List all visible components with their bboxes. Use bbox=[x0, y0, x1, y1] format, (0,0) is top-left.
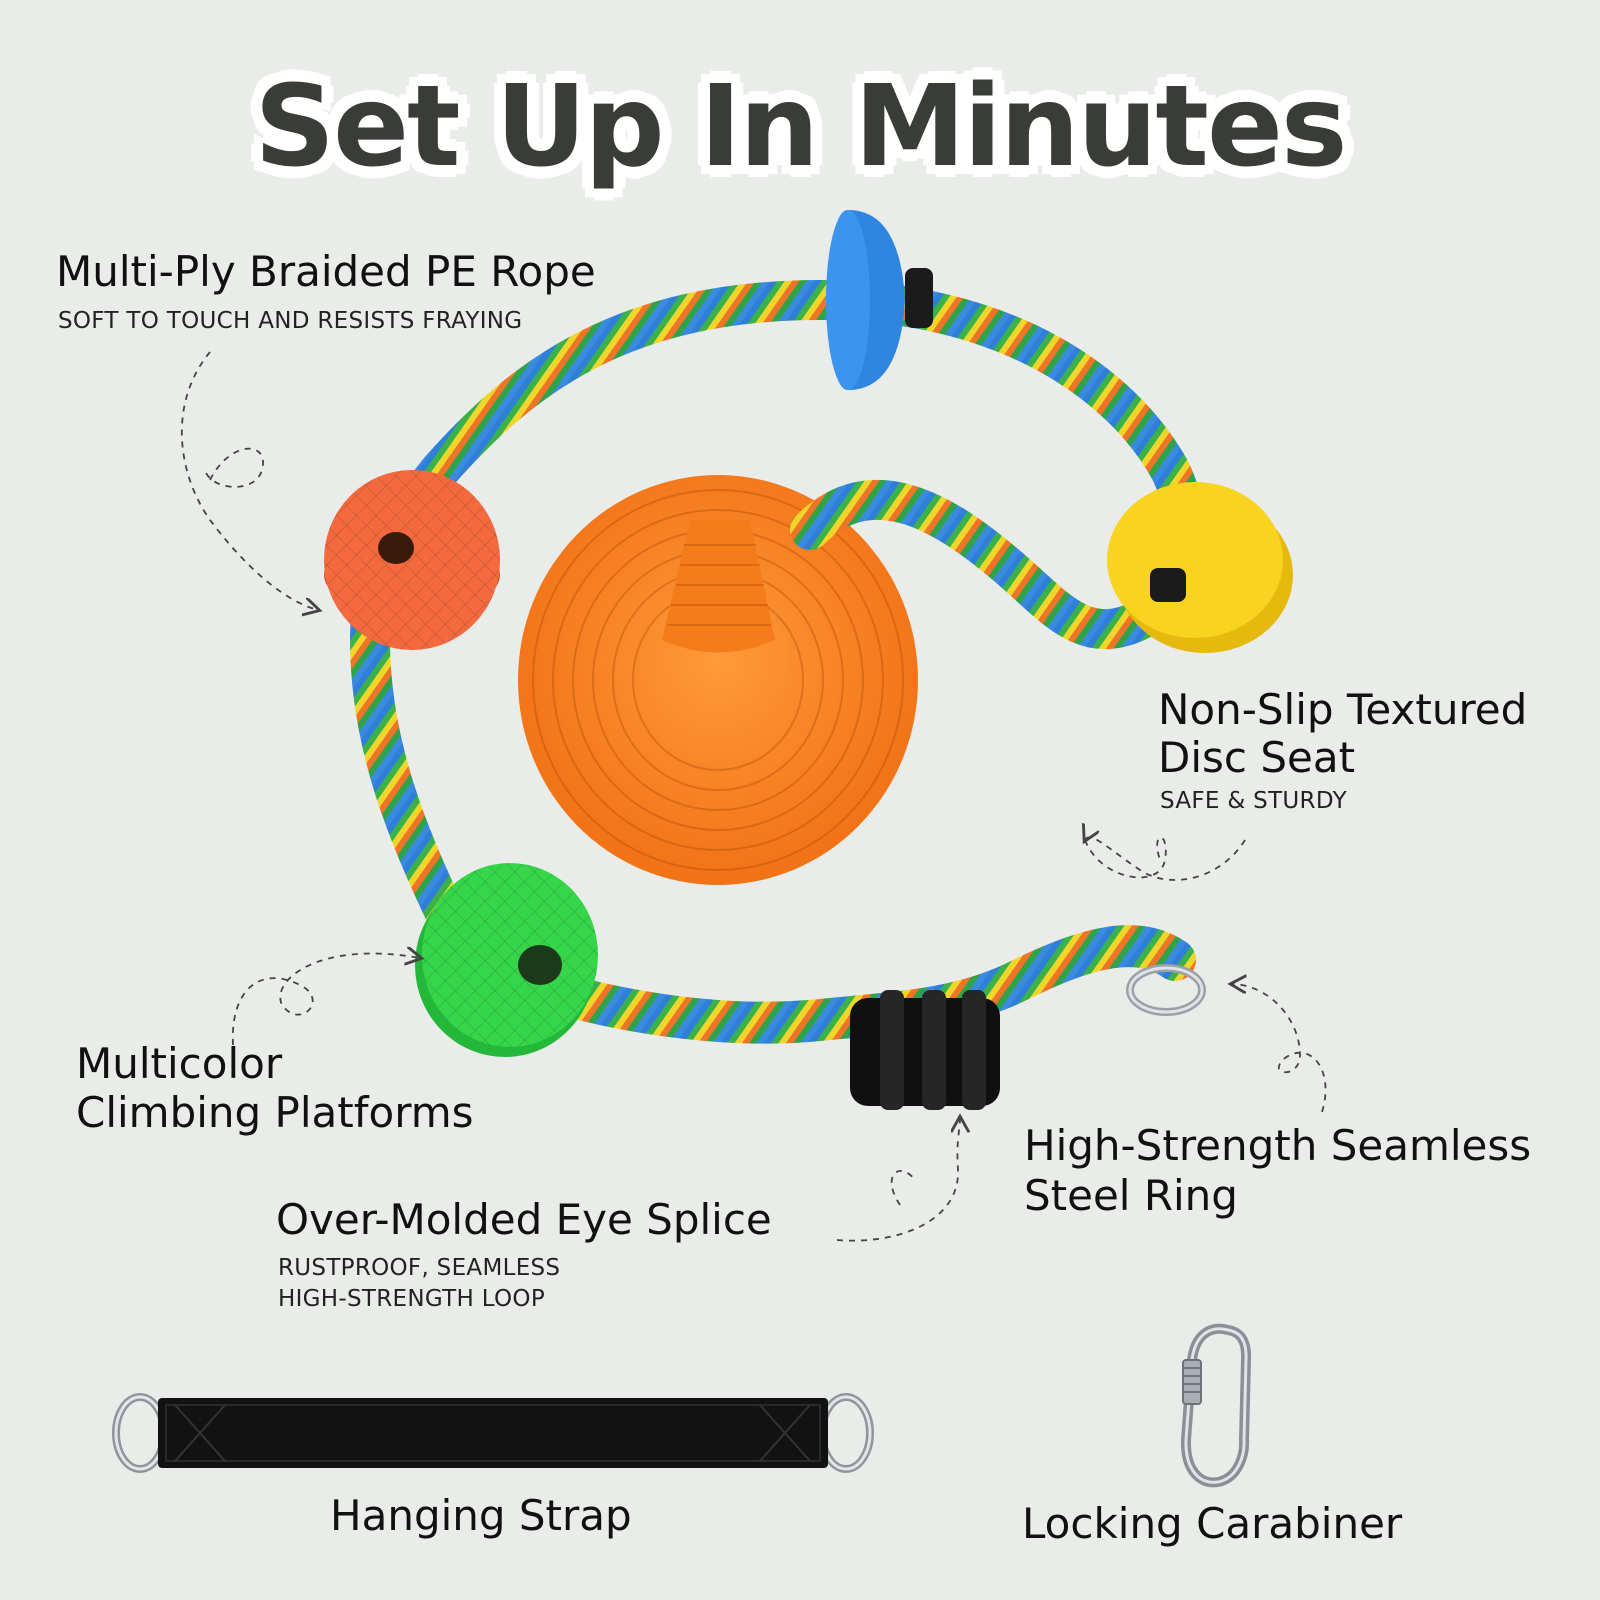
yellow-climbing-platform bbox=[1107, 482, 1293, 653]
seat-feature-subtitle: SAFE & STURDY bbox=[1160, 788, 1347, 814]
seat-feature-title-line1: Non-Slip Textured bbox=[1158, 685, 1528, 734]
seat-feature-title-line2: Disc Seat bbox=[1158, 733, 1356, 782]
platforms-feature-title-line2: Climbing Platforms bbox=[76, 1088, 474, 1137]
splice-feature-subtitle-line1: RUSTPROOF, SEAMLESS bbox=[278, 1255, 561, 1281]
rope-feature-title: Multi-Ply Braided PE Rope bbox=[56, 247, 596, 296]
splice-feature-title: Over-Molded Eye Splice bbox=[276, 1195, 772, 1244]
platforms-feature-title-line1: Multicolor bbox=[76, 1039, 283, 1088]
ring-feature-title-line2: Steel Ring bbox=[1024, 1171, 1238, 1220]
green-climbing-platform bbox=[415, 863, 598, 1057]
hanging-strap bbox=[112, 1393, 874, 1473]
orange-climbing-platform bbox=[324, 470, 500, 650]
carabiner-label: Locking Carabiner bbox=[1022, 1499, 1403, 1548]
rope-feature-subtitle: SOFT TO TOUCH AND RESISTS FRAYING bbox=[58, 308, 523, 334]
splice-feature-subtitle-line2: HIGH-STRENGTH LOOP bbox=[278, 1286, 545, 1312]
locking-carabiner bbox=[1180, 1323, 1252, 1488]
eye-splice-sleeve bbox=[850, 990, 1000, 1110]
callout-arrows bbox=[180, 351, 1327, 1242]
steel-ring bbox=[1126, 964, 1206, 1016]
blue-climbing-platform bbox=[826, 210, 933, 390]
strap-label: Hanging Strap bbox=[330, 1491, 632, 1540]
page-title: Set Up In Minutes bbox=[254, 62, 1347, 192]
ring-feature-title-line1: High-Strength Seamless bbox=[1024, 1121, 1532, 1170]
disc-seat bbox=[518, 475, 918, 885]
